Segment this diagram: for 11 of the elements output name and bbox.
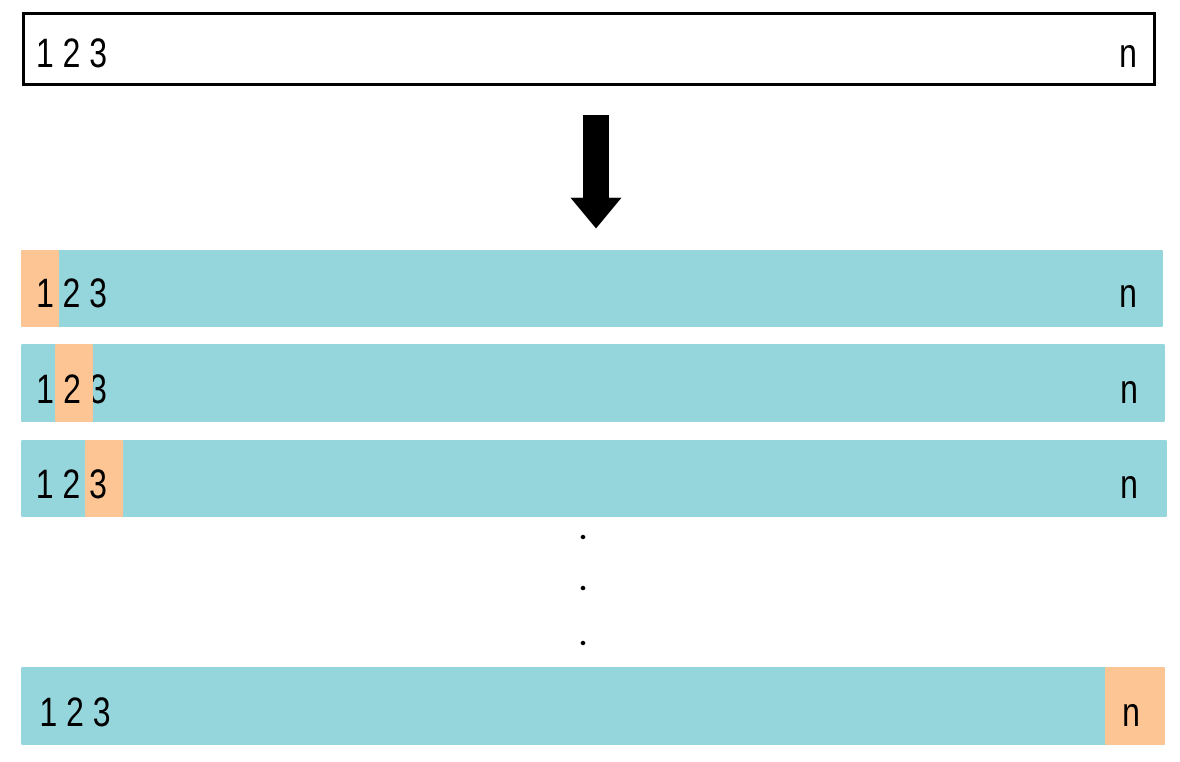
node-label: n — [1122, 380, 1136, 403]
node-label: n — [1121, 284, 1135, 307]
node-label: 1 2 — [38, 469, 79, 498]
node-label: 2 3 — [64, 278, 106, 308]
highlight-cell: 2 — [55, 344, 93, 422]
highlight-cell: 3 — [85, 440, 123, 517]
highlight-cell: 1 — [21, 250, 59, 327]
sequence-box: 1 2 3 n — [22, 12, 1156, 86]
node-label: n — [1122, 475, 1136, 498]
node-label: 1 — [38, 374, 53, 403]
highlight-cell: n — [1105, 667, 1165, 745]
